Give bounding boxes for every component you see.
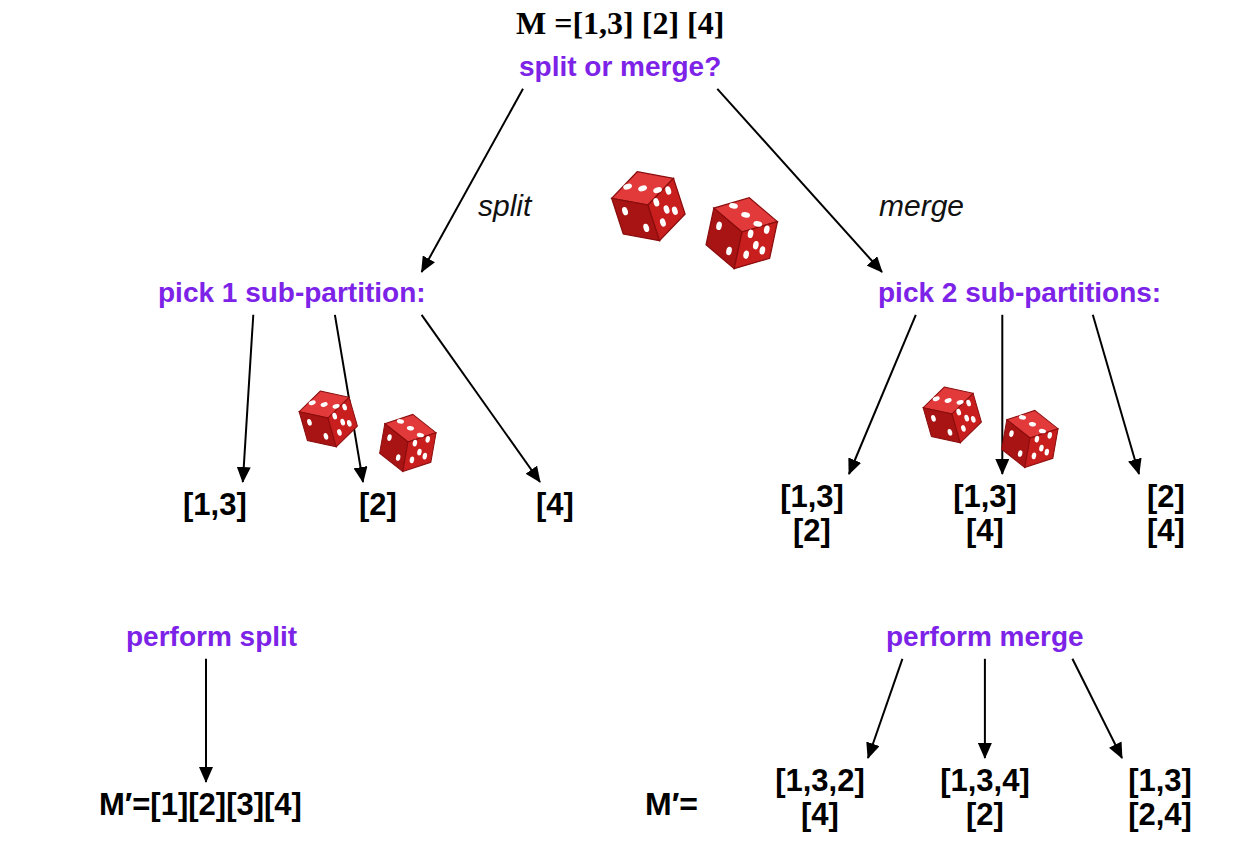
step-label: perform split — [122, 620, 301, 655]
node-text: [1,3] [2] — [771, 480, 853, 548]
node-text: split or merge? — [519, 52, 721, 83]
die — [606, 162, 690, 251]
arrow-connector — [868, 659, 902, 758]
node-text: [1,3,4] [2] — [933, 764, 1037, 832]
die — [919, 380, 985, 450]
die — [999, 406, 1060, 472]
decision-label: split or merge? — [515, 50, 725, 85]
edge-label: split — [475, 189, 534, 224]
result-prefix: M′= — [642, 786, 701, 823]
edge-label: merge — [876, 189, 967, 224]
step-label: pick 2 sub-partitions: — [874, 276, 1165, 311]
node-text: [2] — [359, 488, 397, 522]
result-partition: [1,3,4] [2] — [929, 762, 1041, 834]
die — [295, 384, 361, 454]
sub-partition: [2] — [355, 486, 401, 524]
node-text: pick 2 sub-partitions: — [878, 278, 1161, 309]
arrow-connector — [243, 315, 254, 482]
node-text: [4] — [536, 488, 574, 522]
sub-partition: [1,3] — [179, 486, 251, 524]
result-partition: [1,3,2] [4] — [764, 762, 876, 834]
node-text: [1,3] — [183, 488, 247, 522]
node-text: [1,3,2] [4] — [768, 764, 872, 832]
node-text: perform merge — [886, 622, 1084, 653]
arrow-connector — [984, 659, 986, 758]
node-text: [2] [4] — [1135, 480, 1197, 548]
result-partition: M′=[1][2][3][4] — [95, 786, 306, 824]
sub-partition-pair: [1,3] [4] — [940, 478, 1030, 550]
node-text: M =[1,3] [2] [4] — [516, 6, 724, 41]
node-text: [1,3] [4] — [944, 480, 1026, 548]
node-text: [1,3] [2,4] — [1118, 764, 1202, 832]
step-label: perform merge — [882, 620, 1088, 655]
partition-title: M =[1,3] [2] [4] — [512, 4, 728, 43]
arrow-connector — [422, 89, 523, 272]
arrow-connector — [1072, 659, 1122, 758]
arrow-connector — [205, 659, 207, 782]
arrow-connector — [849, 315, 916, 474]
arrow-connector — [1093, 315, 1139, 474]
node-text: pick 1 sub-partition: — [158, 278, 426, 309]
die — [377, 410, 438, 476]
sub-partition-pair: [1,3] [2] — [767, 478, 857, 550]
result-partition: [1,3] [2,4] — [1114, 762, 1206, 834]
sub-partition: [4] — [532, 486, 578, 524]
step-label: pick 1 sub-partition: — [154, 276, 430, 311]
node-text: perform split — [126, 622, 297, 653]
sub-partition-pair: [2] [4] — [1131, 478, 1201, 550]
die — [702, 191, 781, 275]
node-text: M′=[1][2][3][4] — [99, 788, 302, 822]
arrow-connector — [422, 315, 540, 482]
